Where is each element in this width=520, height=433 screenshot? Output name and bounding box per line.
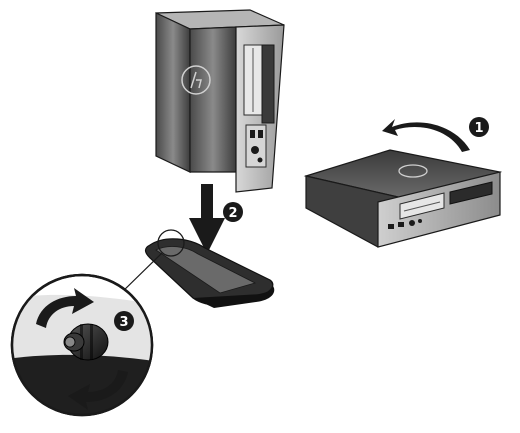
callout-leader-line xyxy=(120,253,162,294)
step-1-label: 1 xyxy=(474,121,483,136)
zoom-inset xyxy=(0,275,160,430)
step-2-label: 2 xyxy=(228,206,237,221)
step-1-badge: 1 xyxy=(469,117,489,137)
rotate-arrow-icon xyxy=(382,119,470,152)
tower-computer xyxy=(156,10,284,192)
desktop-computer xyxy=(306,150,500,247)
step-2-badge: 2 xyxy=(223,202,243,222)
step-3-label: 3 xyxy=(119,315,128,330)
step-3-badge: 3 xyxy=(114,311,134,331)
